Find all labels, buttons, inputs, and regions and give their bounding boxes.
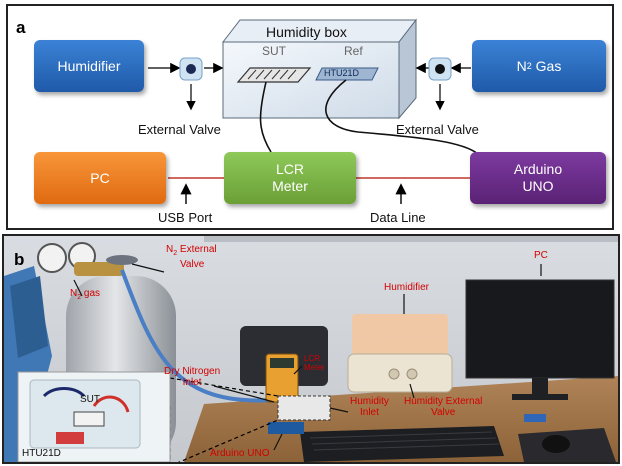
- sut-sensor-shape: [236, 67, 312, 83]
- dry-n2-line1: Dry Nitrogen: [164, 366, 221, 377]
- n2-gas-prefix: N: [516, 57, 527, 74]
- arduino-uno-block: Arduino UNO: [470, 152, 606, 204]
- arduino-line2: UNO: [522, 178, 554, 194]
- humidifier-tank-shape: [352, 314, 448, 356]
- humidity-ext-line2: Valve: [431, 407, 456, 418]
- humidity-external-valve-label: Humidity External Valve: [404, 396, 482, 418]
- panel-a-letter: a: [16, 18, 26, 37]
- external-valve-left-label: External Valve: [138, 122, 221, 137]
- usb-port-label: USB Port: [158, 210, 213, 225]
- arduino-uno-photo-label: Arduino UNO: [210, 448, 270, 459]
- dry-nitrogen-inlet-label: Dry Nitrogen Inlet: [164, 366, 220, 388]
- pc-block: PC: [34, 152, 166, 204]
- monitor-shape: [465, 279, 615, 379]
- panel-b-letter: b: [14, 250, 25, 269]
- n2-gas-b-sub: 2: [77, 294, 82, 301]
- gas-hose-shape: [120, 269, 275, 403]
- pc-photo-label: PC: [534, 250, 548, 261]
- humidifier-block: Humidifier: [34, 40, 144, 92]
- dry-n2-line2: Inlet: [182, 377, 202, 388]
- test-chamber-shape: [277, 395, 331, 421]
- htu21d-chip-shape: [315, 67, 379, 81]
- n2-external-valve-label: N2 External Valve: [166, 244, 217, 270]
- n2-ev-line1: External: [177, 244, 217, 255]
- humidifier-base-shape: [347, 353, 453, 393]
- sut-label: SUT: [262, 44, 286, 58]
- n2-ev-sub: 2: [173, 250, 178, 257]
- inset-sut-label: SUT: [80, 394, 100, 405]
- arduino-line1: Arduino: [513, 161, 563, 177]
- data-line-label: Data Line: [370, 210, 426, 225]
- lcr-line1: LCR: [275, 161, 304, 177]
- n2-gas-label: N2 gas: [70, 288, 100, 303]
- lcr-line2: Meter: [272, 178, 308, 194]
- humidity-inlet-line1: Humidity: [350, 396, 389, 407]
- lcr-b-line1: LCR: [304, 354, 321, 363]
- inset-htu21d-label: HTU21D: [22, 448, 61, 459]
- gauge-icon: [37, 243, 67, 273]
- humidity-inlet-line2: Inlet: [360, 407, 379, 418]
- n2-ev-line2: Valve: [180, 259, 205, 270]
- humidity-inlet-label: Humidity Inlet: [350, 396, 389, 418]
- schematic-connections: [148, 18, 479, 204]
- sut-to-lcr-wire: [259, 81, 272, 153]
- humidity-ext-line1: Humidity External: [404, 396, 483, 407]
- panel-b-photo: b N2 External Valve N2 gas PC Humidifier…: [2, 234, 620, 464]
- humidity-box-title: Humidity box: [266, 24, 347, 40]
- arduino-board-shape: [268, 422, 304, 434]
- sensor-to-arduino-wire: [325, 79, 479, 155]
- lcr-meter-photo-label: LCR Meter: [304, 354, 324, 372]
- n2-gas-b-prefix: N: [70, 288, 78, 299]
- n2-gas-b-suffix: gas: [81, 288, 101, 299]
- n2-gas-suffix: Gas: [531, 57, 562, 74]
- htu21d-label: HTU21D: [324, 68, 360, 78]
- humidifier-photo-label: Humidifier: [384, 282, 430, 293]
- desk-shape: [184, 376, 618, 462]
- external-valve-right-label: External Valve: [396, 122, 479, 137]
- n2-gas-sub: 2: [526, 60, 532, 71]
- n2-ev-prefix: N: [166, 244, 174, 255]
- panel-a-schematic: a: [6, 4, 614, 230]
- lcr-b-line2: Meter: [304, 363, 325, 372]
- lcr-meter-block: LCR Meter: [224, 152, 356, 204]
- keyboard-shape: [300, 426, 504, 462]
- lab-photo-illustration: [4, 236, 618, 462]
- ref-label: Ref: [344, 44, 363, 58]
